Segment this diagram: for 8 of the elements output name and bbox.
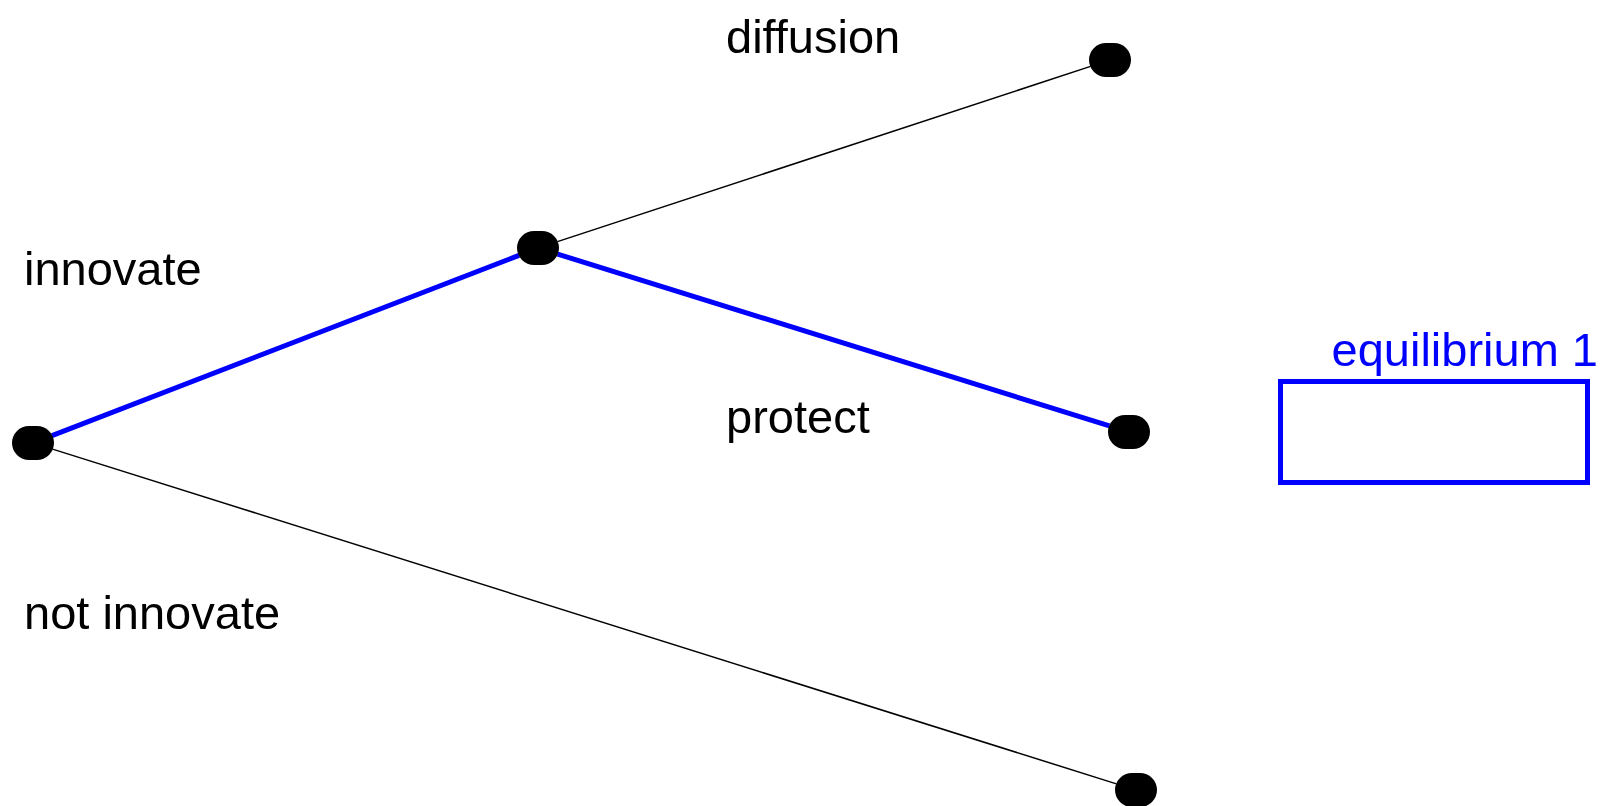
branch-line [556,65,1092,243]
edge-label: not innovate [24,585,281,641]
edge-label: protect [726,389,870,445]
branch-line [51,253,520,438]
edge-label: innovate [24,241,202,297]
edge-label: diffusion [726,9,901,65]
branch-line [51,448,1118,785]
branch-line [556,251,1111,429]
